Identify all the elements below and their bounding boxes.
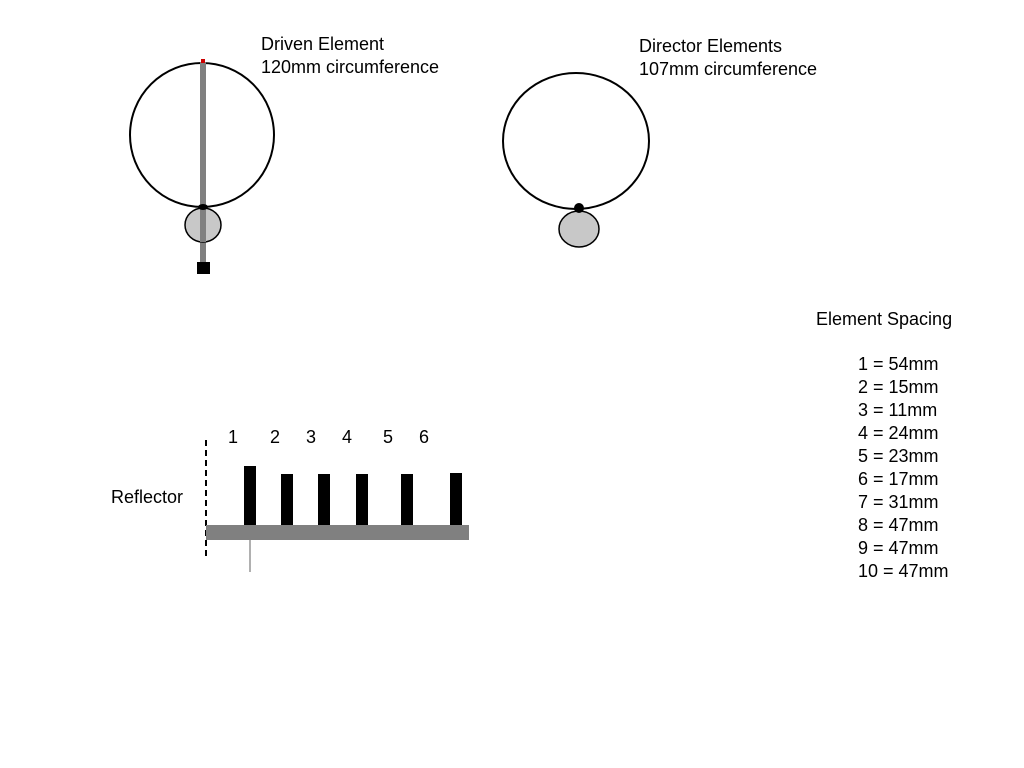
boom-element-5 <box>401 474 413 525</box>
spacing-item: 10 = 47mm <box>858 561 949 581</box>
driven-element-feed-rod-front <box>200 209 206 242</box>
spacing-item: 8 = 47mm <box>858 515 939 535</box>
director-element-title: Director Elements <box>639 36 783 56</box>
spacing-item: 2 = 15mm <box>858 377 939 397</box>
boom-bar <box>206 525 469 540</box>
driven-element-feed-rod <box>200 62 206 262</box>
driven-element-feed-tip <box>201 59 205 63</box>
spacing-item: 4 = 24mm <box>858 423 939 443</box>
boom-element-6 <box>450 473 462 525</box>
director-element-drawing <box>502 72 650 248</box>
boom-element-4 <box>356 474 368 525</box>
driven-element-drawing <box>129 59 275 274</box>
boom-side-view <box>205 440 469 572</box>
spacing-item: 9 = 47mm <box>858 538 939 558</box>
element-number-6: 6 <box>419 427 430 447</box>
director-element-circumference: 107mm circumference <box>639 59 818 79</box>
spacing-item: 6 = 17mm <box>858 469 939 489</box>
spacing-item: 1 = 54mm <box>858 354 939 374</box>
boom-element-2 <box>281 474 293 525</box>
director-element-insulator <box>558 210 600 248</box>
driven-element-clamp <box>198 204 208 210</box>
director-element-clamp <box>574 203 584 213</box>
driven-element-title: Driven Element <box>261 34 385 54</box>
element-spacing-title: Element Spacing <box>816 309 953 329</box>
driven-element-connector <box>197 262 210 274</box>
driven-element-label: Driven Element 120mm circumference <box>261 33 439 79</box>
element-number-5: 5 <box>383 427 394 447</box>
element-number-4: 4 <box>342 427 353 447</box>
spacing-item: 7 = 31mm <box>858 492 939 512</box>
director-element-loop <box>502 72 650 210</box>
boom-element-1 <box>244 466 256 525</box>
director-element-label: Director Elements 107mm circumference <box>639 35 817 81</box>
element-number-2: 2 <box>270 427 281 447</box>
element-spacing-list: 1 = 54mm 2 = 15mm 3 = 11mm 4 = 24mm 5 = … <box>858 353 949 583</box>
element-number-3: 3 <box>306 427 317 447</box>
element-number-1: 1 <box>228 427 239 447</box>
boom-element-3 <box>318 474 330 525</box>
spacing-item: 5 = 23mm <box>858 446 939 466</box>
spacing-item: 3 = 11mm <box>858 400 938 420</box>
driven-element-circumference: 120mm circumference <box>261 57 440 77</box>
reflector-label: Reflector <box>111 487 184 507</box>
